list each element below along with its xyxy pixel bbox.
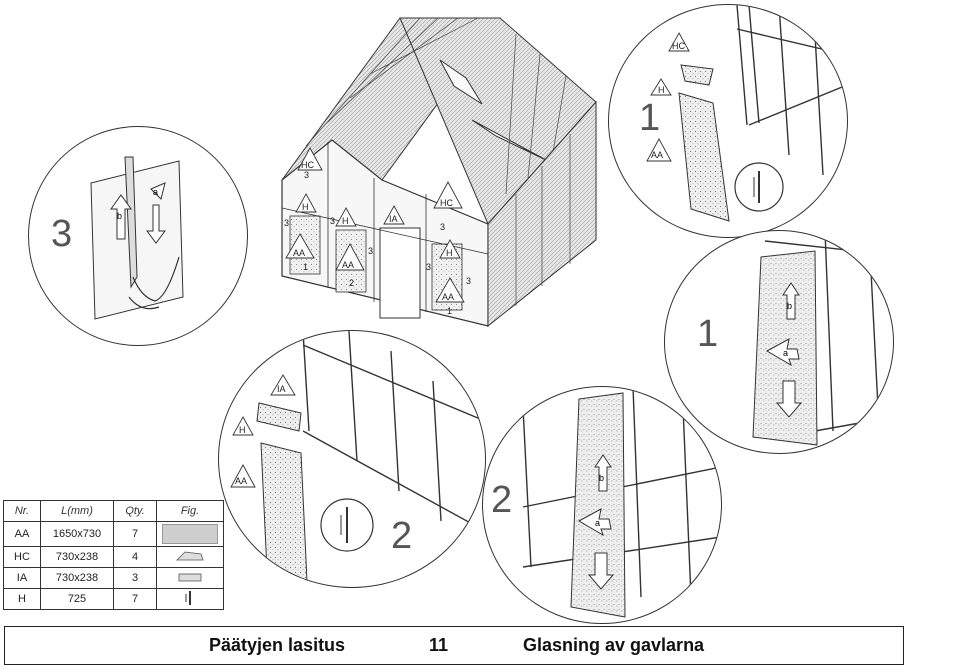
label-3e: 3 xyxy=(440,222,445,232)
fig-h-icon xyxy=(156,588,224,610)
label-h-left: H xyxy=(302,202,309,212)
label-ia: IA xyxy=(389,214,398,224)
step2left-h: H xyxy=(239,425,246,435)
label-h-right: H xyxy=(446,248,453,258)
row-length: 725 xyxy=(40,588,114,610)
fig-hc-icon xyxy=(156,546,224,568)
parts-table: Nr. L(mm) Qty. Fig. AA 1650x730 7 HC 730… xyxy=(3,500,224,610)
label-aa-mid: AA xyxy=(342,260,354,270)
step1top-number: 1 xyxy=(639,97,661,139)
row-length: 1650x730 xyxy=(40,521,114,547)
table-row: H 725 7 xyxy=(3,588,224,610)
footer-title-swedish: Glasning av gavlarna xyxy=(523,635,705,655)
label-pane-1-right: 1 xyxy=(447,306,452,316)
step2left-number: 2 xyxy=(391,515,413,557)
table-row: IA 730x238 3 xyxy=(3,567,224,589)
header-qty: Qty. xyxy=(113,500,157,522)
fig-aa-icon xyxy=(156,521,224,547)
label-3d: 3 xyxy=(368,246,373,256)
label-3f: 3 xyxy=(426,262,431,272)
header-length: L(mm) xyxy=(40,500,114,522)
greenhouse-drawing: HC H AA H AA IA HC H AA 1 2 1 3 3 3 3 3 … xyxy=(281,17,597,328)
label-3b: 3 xyxy=(284,218,289,228)
detail-step-3: b a 3 xyxy=(28,126,248,346)
fig-ia-icon xyxy=(156,567,224,589)
table-row: HC 730x238 4 xyxy=(3,546,224,568)
step3-arrow-a: a xyxy=(153,187,158,197)
footer-title-finnish: Päätyjen lasitus xyxy=(209,635,346,655)
row-qty: 7 xyxy=(113,588,157,610)
detail-step-2-right: b a 2 xyxy=(482,386,722,624)
step1bot-arrow-a: a xyxy=(783,348,788,358)
row-length: 730x238 xyxy=(40,567,114,589)
step3-number: 3 xyxy=(51,213,73,255)
step3-arrow-b: b xyxy=(117,211,122,221)
label-pane-2: 2 xyxy=(349,278,354,288)
label-3a: 3 xyxy=(304,170,309,180)
parts-table-header: Nr. L(mm) Qty. Fig. xyxy=(3,500,224,522)
detail-step-1-bottom: b a 1 xyxy=(664,230,894,454)
table-row: AA 1650x730 7 xyxy=(3,521,224,547)
header-nr: Nr. xyxy=(3,500,41,522)
step2left-aa: AA xyxy=(235,476,247,486)
label-hc-right: HC xyxy=(440,198,453,208)
step2right-arrow-a: a xyxy=(595,518,600,528)
label-pane-1-left: 1 xyxy=(303,262,308,272)
row-nr: H xyxy=(3,588,41,610)
row-nr: AA xyxy=(3,521,41,547)
label-aa-left: AA xyxy=(293,248,305,258)
step1top-hc: HC xyxy=(672,41,685,51)
label-hc-left: HC xyxy=(301,160,314,170)
page-footer: Päätyjen lasitus 11 Glasning av gavlarna xyxy=(4,626,904,665)
row-nr: HC xyxy=(3,546,41,568)
roof-vent-left xyxy=(439,59,483,105)
row-qty: 4 xyxy=(113,546,157,568)
label-3c: 3 xyxy=(330,216,335,226)
row-qty: 7 xyxy=(113,521,157,547)
label-h-mid: H xyxy=(342,216,349,226)
label-3g: 3 xyxy=(466,276,471,286)
label-aa-right: AA xyxy=(442,292,454,302)
page-number: 11 xyxy=(429,635,449,655)
detail-step-1-top: HC H AA 1 xyxy=(608,4,848,238)
header-fig: Fig. xyxy=(156,500,224,522)
detail-step-2-left: IA H AA 2 xyxy=(218,330,486,588)
step1top-aa: AA xyxy=(651,150,663,160)
door xyxy=(379,227,421,319)
row-qty: 3 xyxy=(113,567,157,589)
row-length: 730x238 xyxy=(40,546,114,568)
row-nr: IA xyxy=(3,567,41,589)
step2right-arrow-b: b xyxy=(599,473,604,483)
step1bot-arrow-b: b xyxy=(787,301,792,311)
step2right-number: 2 xyxy=(491,479,513,521)
step1top-h: H xyxy=(658,85,665,95)
step1bot-number: 1 xyxy=(697,313,719,355)
step2left-ia: IA xyxy=(277,384,286,394)
